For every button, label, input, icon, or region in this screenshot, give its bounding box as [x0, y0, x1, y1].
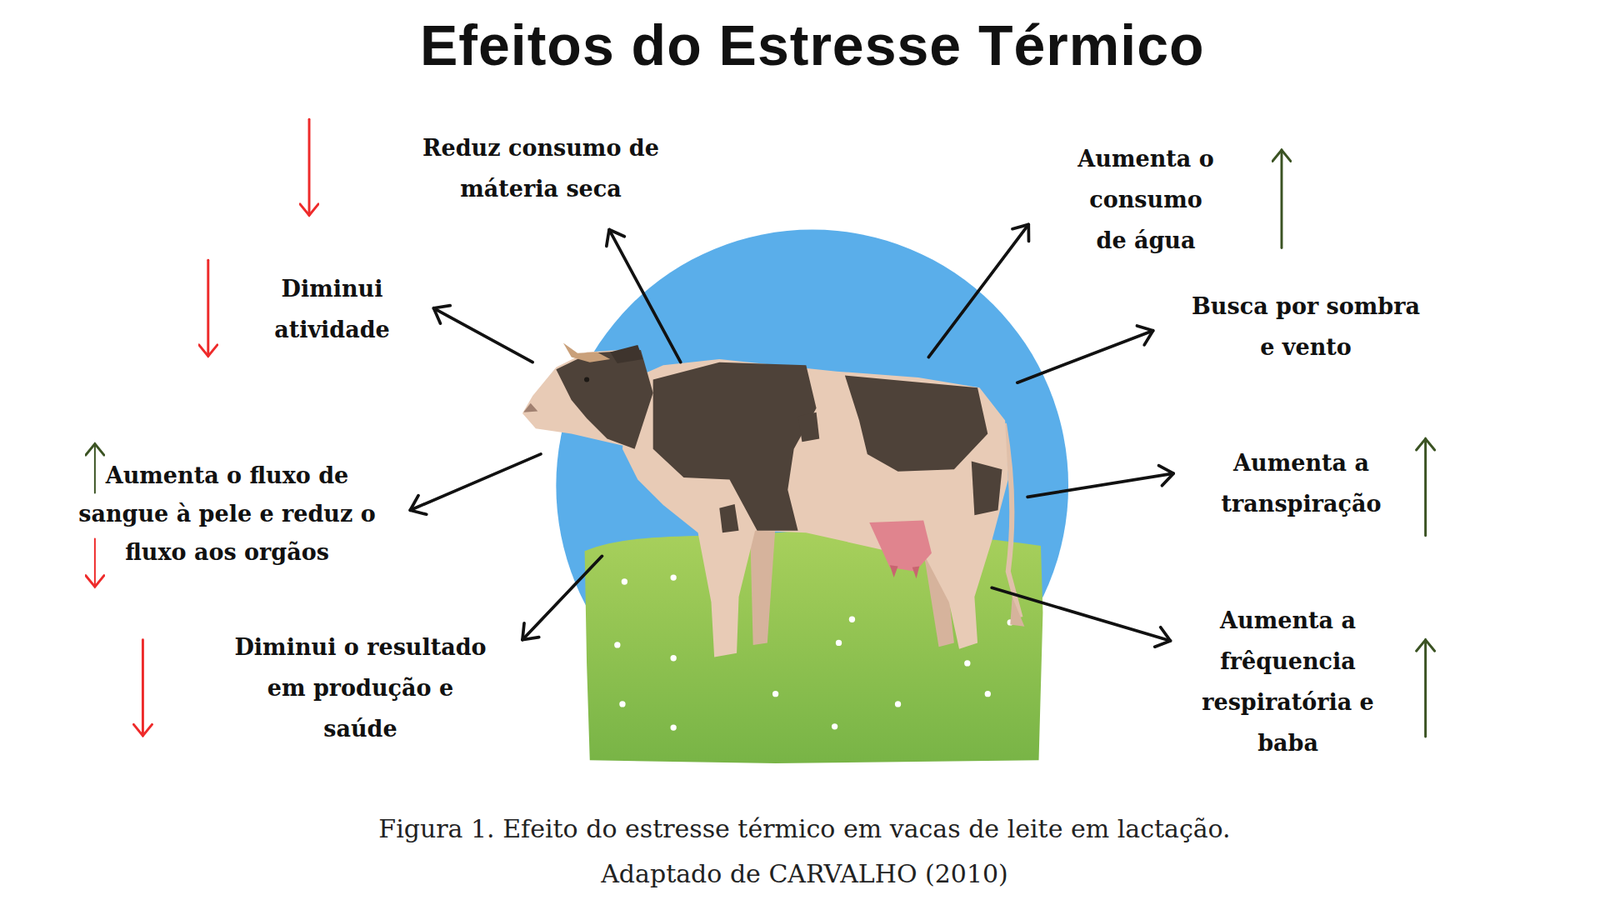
effect-label: Aumenta a frêquencia respiratória e baba: [1199, 600, 1377, 764]
flowers-part: [835, 640, 842, 646]
cow-part: [869, 520, 932, 571]
flowers-part: [614, 641, 620, 648]
cow-part: [798, 412, 820, 443]
cow-part: [971, 460, 1003, 515]
cow-part: [750, 525, 776, 645]
flowers-part: [849, 616, 855, 623]
effect-label: Aumenta o consumo de água: [1075, 138, 1217, 261]
cow-part: [719, 504, 739, 533]
flowers-part: [772, 690, 779, 697]
effect-label: Reduz consumo de máteria seca: [420, 127, 662, 210]
flowers-part: [621, 578, 628, 585]
effect-arrows-part: [928, 224, 1029, 357]
effect-label: Aumenta o fluxo de sangue à pele e reduz…: [68, 456, 386, 572]
cow-part: [523, 403, 538, 413]
increase-arrows-part: [1280, 150, 1283, 249]
flowers-part: [895, 700, 901, 707]
increase-arrows-part: [1424, 640, 1427, 737]
cow: [522, 342, 1025, 657]
cow-part: [845, 375, 988, 472]
cow-part: [584, 376, 590, 382]
effect-label: Aumenta a transpiração: [1207, 442, 1395, 525]
figure-caption: Figura 1. Efeito do estresse térmico em …: [375, 806, 1234, 897]
effect-label: Diminui atividade: [271, 268, 393, 350]
flowers-part: [670, 655, 676, 661]
flowers-part: [985, 690, 991, 697]
diagram-title: Efeitos do Estresse Térmico: [420, 11, 1205, 79]
effect-arrows-part: [1027, 473, 1174, 497]
flowers-part: [670, 574, 676, 580]
effect-arrows-part: [609, 230, 681, 363]
effect-arrows: [410, 224, 1174, 641]
effect-label: Busca por sombra e vento: [1189, 285, 1423, 368]
effect-arrows-part: [410, 454, 541, 510]
decrease-arrows-part: [141, 640, 145, 736]
decrease-arrows-part: [94, 539, 96, 588]
effect-arrows-part: [991, 587, 1170, 641]
effect-arrows-part: [1017, 330, 1154, 383]
decrease-arrows-part: [308, 119, 311, 215]
flowers-part: [670, 724, 676, 730]
cow-part: [522, 349, 654, 450]
decrease-arrows-part: [206, 260, 210, 356]
increase-arrows-part: [1424, 439, 1427, 536]
flowers-part: [964, 660, 970, 666]
cow-part: [610, 345, 643, 364]
effect-label: Diminui o resultado em produção e saúde: [231, 626, 490, 750]
cow-part: [890, 565, 920, 579]
effect-arrows-part: [522, 555, 603, 640]
effect-arrows-part: [433, 308, 533, 363]
cow-part: [1010, 596, 1025, 627]
cow-part: [555, 350, 653, 450]
cow-part: [563, 342, 610, 362]
cow-part: [622, 359, 1009, 658]
flowers-part: [619, 700, 625, 707]
increase-arrows-part: [94, 444, 96, 494]
flowers-part: [831, 723, 838, 730]
scene: [95, 119, 1426, 764]
